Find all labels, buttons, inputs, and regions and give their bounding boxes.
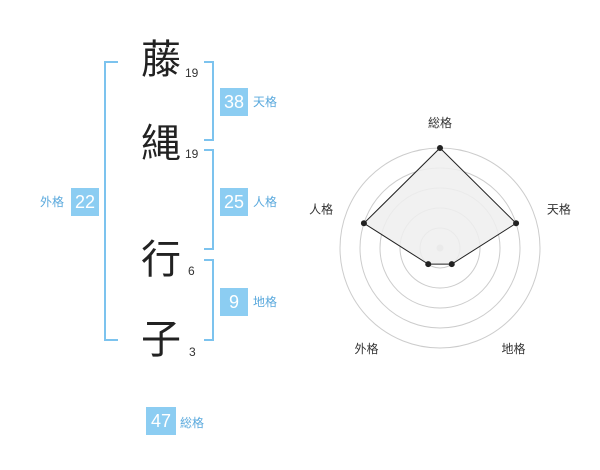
name-char-1: 藤 xyxy=(141,37,181,83)
gaikaku-badge: 22 xyxy=(71,188,99,216)
chikaku-label: 地格 xyxy=(253,295,278,309)
name-char-2: 縄 xyxy=(141,121,181,167)
name-char-4: 子 xyxy=(141,317,181,363)
jinkaku-badge: 25 xyxy=(220,188,248,216)
radar-axis-label-2: 天格 xyxy=(547,201,571,216)
chikaku-bracket xyxy=(204,259,214,341)
radar-point-1 xyxy=(437,145,443,151)
stroke-count-3: 6 xyxy=(188,264,195,278)
radar-axis-label-3: 地格 xyxy=(501,341,525,356)
gaikaku-label: 外格 xyxy=(40,195,65,209)
soukaku-label: 総格 xyxy=(180,416,205,430)
radar-point-4 xyxy=(425,261,432,268)
gaikaku-bracket xyxy=(104,61,118,341)
tenkaku-label: 天格 xyxy=(253,95,278,109)
radar-axis-label-1: 総格 xyxy=(428,115,452,130)
radar-point-3 xyxy=(448,261,455,268)
stroke-count-2: 19 xyxy=(185,147,199,161)
jinkaku-bracket xyxy=(204,149,214,250)
radar-point-5 xyxy=(360,220,367,227)
radar-axis-label-4: 外格 xyxy=(355,341,379,356)
soukaku-badge: 47 xyxy=(146,407,176,435)
jinkaku-label: 人格 xyxy=(253,195,278,209)
radar-point-2 xyxy=(513,220,520,227)
chikaku-badge: 9 xyxy=(220,288,248,316)
tenkaku-badge: 38 xyxy=(220,88,248,116)
radar-axis-label-5: 人格 xyxy=(309,201,333,216)
tenkaku-bracket xyxy=(204,61,214,141)
radar-value-polygon xyxy=(363,147,517,265)
stroke-count-1: 19 xyxy=(185,66,199,80)
stroke-count-4: 3 xyxy=(189,345,196,359)
name-char-3: 行 xyxy=(141,237,181,283)
